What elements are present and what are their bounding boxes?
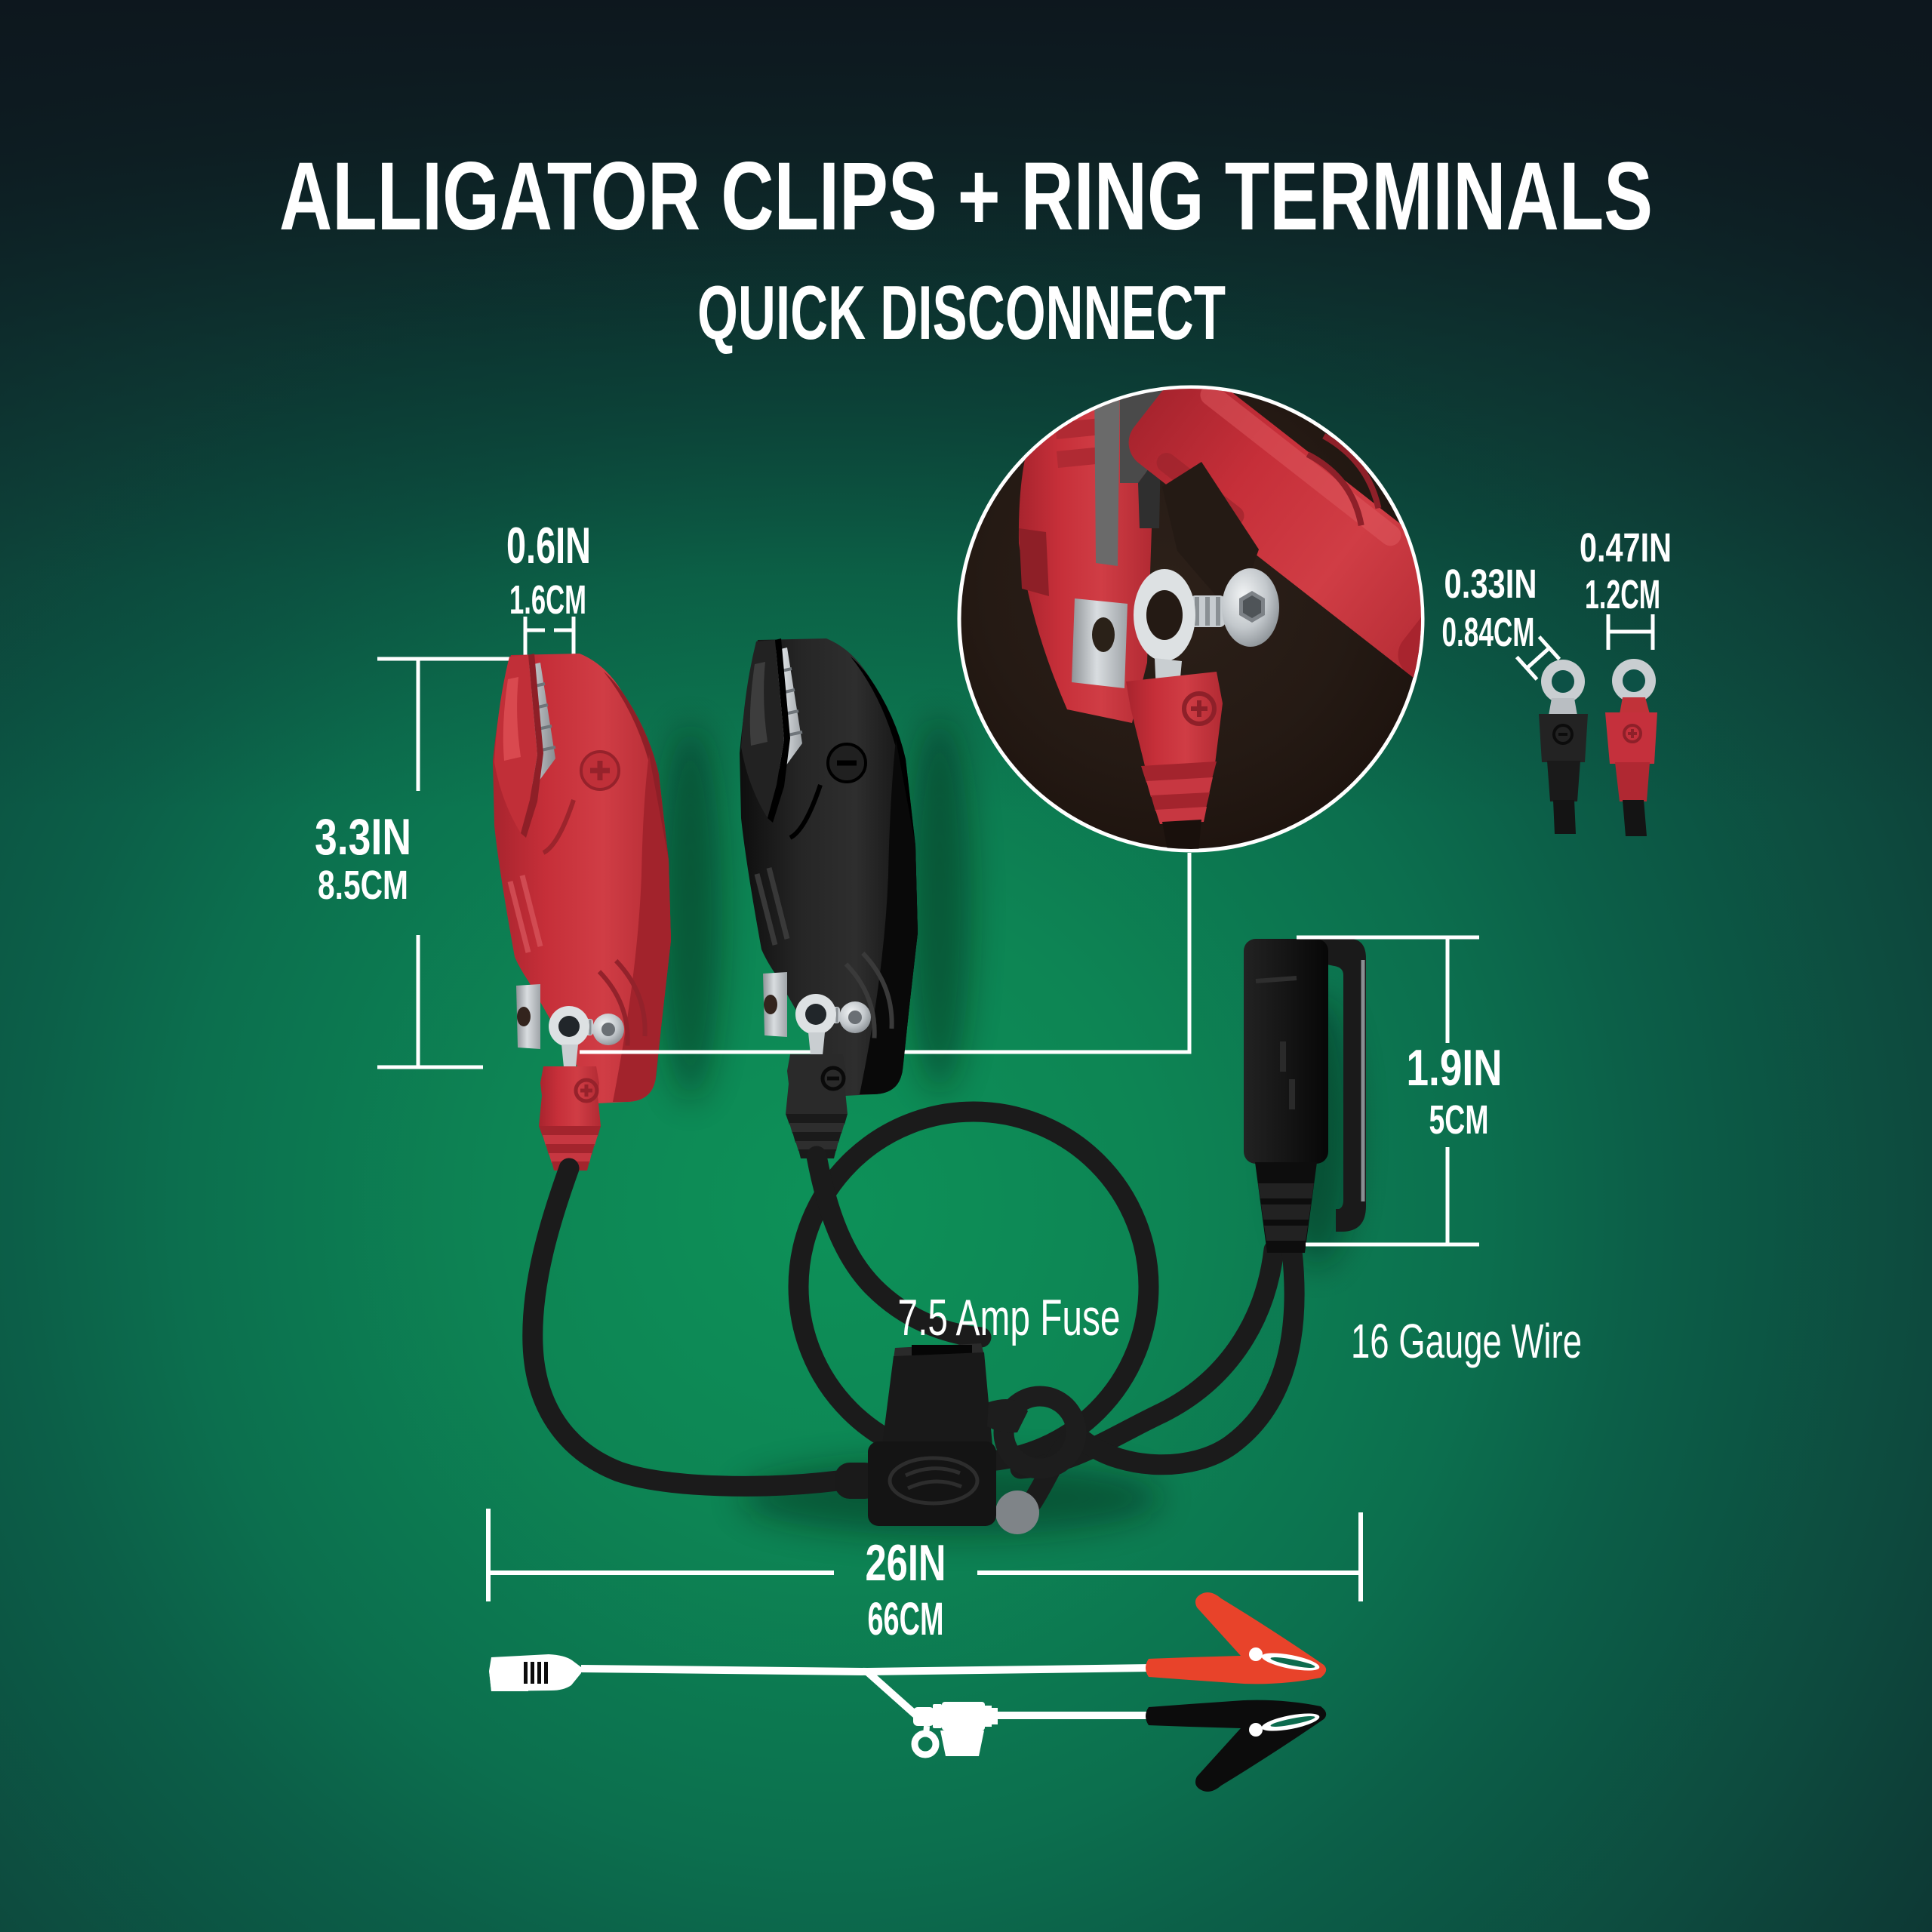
svg-text:ALLIGATOR CLIPS + RING TERMINA: ALLIGATOR CLIPS + RING TERMINALS (279, 143, 1653, 251)
svg-text:0.33IN: 0.33IN (1444, 561, 1537, 607)
svg-text:7.5 Amp Fuse: 7.5 Amp Fuse (898, 1289, 1121, 1346)
svg-text:0.47IN: 0.47IN (1580, 525, 1672, 571)
svg-text:8.5CM: 8.5CM (318, 863, 408, 908)
svg-text:26IN: 26IN (866, 1534, 946, 1592)
svg-text:0.84CM: 0.84CM (1442, 610, 1535, 655)
svg-text:QUICK DISCONNECT: QUICK DISCONNECT (697, 271, 1226, 355)
svg-text:1.2CM: 1.2CM (1585, 572, 1660, 617)
svg-text:5CM: 5CM (1429, 1097, 1489, 1143)
svg-text:0.6IN: 0.6IN (506, 517, 591, 574)
svg-text:66CM: 66CM (868, 1593, 944, 1644)
svg-text:3.3IN: 3.3IN (315, 808, 411, 866)
svg-text:1.9IN: 1.9IN (1407, 1039, 1503, 1097)
svg-text:16 Gauge Wire: 16 Gauge Wire (1351, 1314, 1582, 1368)
svg-text:1.6CM: 1.6CM (509, 577, 586, 623)
